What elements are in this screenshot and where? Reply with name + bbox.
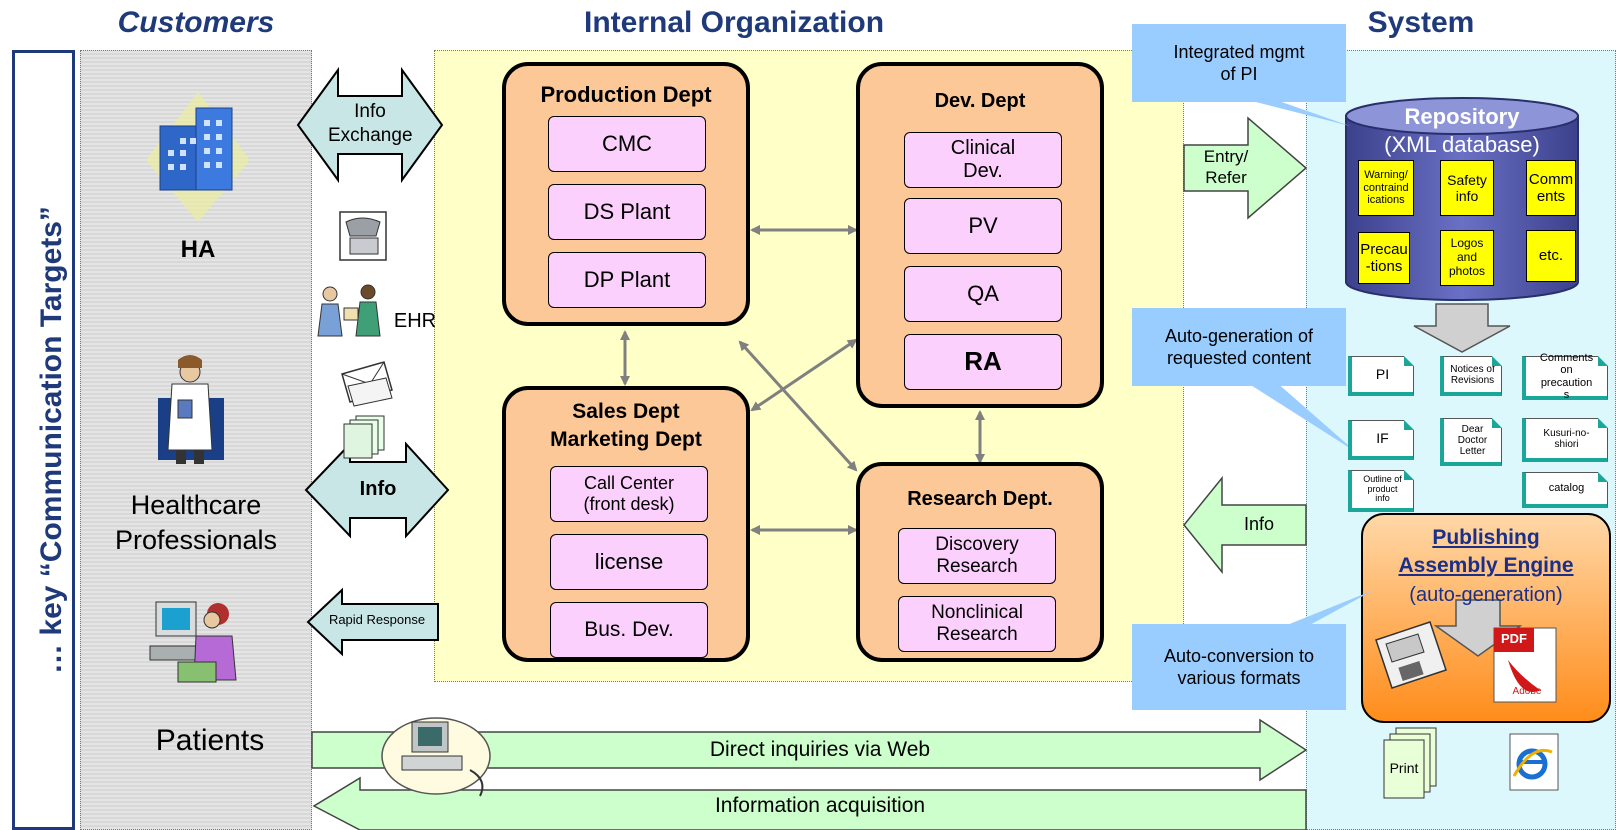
doc-catalog: catalog xyxy=(1522,472,1608,508)
callout-auto-generation: Auto-generation of requested content xyxy=(1132,308,1346,386)
browser-icon xyxy=(1509,733,1559,791)
production-item-cmc: CMC xyxy=(548,116,706,172)
doc-comments-precautions: Comments on precaution s xyxy=(1522,352,1608,401)
repo-item-warnings: Warning/ contraind ications xyxy=(1358,160,1414,216)
healthcare-professionals-label: Healthcare Professionals xyxy=(114,490,278,556)
info-system-label: Info xyxy=(1243,514,1275,534)
info-acquisition-arrow xyxy=(312,776,1307,830)
callout-integrated-mgmt: Integrated mgmt of PI xyxy=(1132,24,1346,102)
doc-pi: PI xyxy=(1348,356,1414,396)
repository-title: Repository xyxy=(1404,104,1520,129)
production-dept: Production Dept CMC DS Plant DP Plant xyxy=(502,62,750,326)
dev-item-qa: QA xyxy=(904,266,1062,322)
dev-dept-title: Dev. Dept xyxy=(934,90,1026,112)
doc-kusuri-no-shiori: Kusuri-no- shiori xyxy=(1522,418,1608,462)
pdf-icon xyxy=(1493,627,1557,703)
floppy-disk-icon xyxy=(1375,621,1447,689)
patients-label: Patients xyxy=(155,724,265,757)
communication-targets-frame xyxy=(12,50,75,830)
doc-dear-doctor-letter: Dear Doctor Letter xyxy=(1440,418,1502,466)
info-system-arrow xyxy=(1183,475,1307,575)
print-stack-icon xyxy=(1383,727,1437,799)
info-acquisition-label: Information acquisition xyxy=(714,794,926,817)
info-exchange-label: Info Exchange xyxy=(328,101,413,146)
callout-auto-conversion: Auto-conversion to various formats xyxy=(1132,624,1346,710)
telephone-icon xyxy=(339,211,387,261)
entry-refer-label: Entry/ Refer xyxy=(1203,147,1249,188)
repo-item-comments: Comm ents xyxy=(1526,160,1576,216)
ehr-label: EHR xyxy=(393,310,437,332)
dev-item-ra: RA xyxy=(904,334,1062,390)
dev-item-pv: PV xyxy=(904,198,1062,254)
repo-item-etc: etc. xyxy=(1526,230,1576,282)
repo-item-precautions: Precau -tions xyxy=(1358,232,1410,284)
engine-subtitle: (auto-generation) xyxy=(1409,584,1563,606)
doc-outline-product-info: Outline of product info xyxy=(1348,470,1414,512)
repo-item-safety-info: Safety info xyxy=(1440,160,1494,216)
internal-organization-header: Internal Organization xyxy=(583,6,885,39)
research-item-discovery: Discovery Research xyxy=(898,528,1056,584)
print-label: Print xyxy=(1389,760,1419,776)
info-label: Info xyxy=(359,478,397,500)
doctor-icon xyxy=(158,355,224,464)
direct-web-label: Direct inquiries via Web xyxy=(709,738,931,761)
sales-marketing-dept: Sales Dept Marketing Dept Call Center (f… xyxy=(502,386,750,662)
sales-item-call-center: Call Center (front desk) xyxy=(550,466,708,522)
engine-title-1: Publishing xyxy=(1432,526,1540,549)
documents-stack-icon xyxy=(343,415,385,459)
repository-down-arrow xyxy=(1413,303,1511,353)
pdf-icon-label: PDF xyxy=(1501,631,1527,646)
production-dept-title: Production Dept xyxy=(540,82,712,107)
ha-label: HA xyxy=(180,236,216,263)
research-dept: Research Dept. Discovery Research Noncli… xyxy=(856,462,1104,662)
mail-icon xyxy=(341,361,393,407)
doc-notices-revisions: Notices of Revisions xyxy=(1440,356,1502,396)
production-item-dp-plant: DP Plant xyxy=(548,252,706,308)
ehr-people-icon xyxy=(317,284,381,337)
engine-title-2: Assembly Engine xyxy=(1398,554,1574,577)
adobe-icon-label: Adobe xyxy=(1512,686,1542,697)
system-header: System xyxy=(1367,6,1475,39)
dev-dept: Dev. Dept Clinical Dev. PV QA RA xyxy=(856,62,1104,408)
customers-header: Customers xyxy=(117,6,275,39)
patient-computer-icon xyxy=(149,601,237,683)
sales-marketing-dept-title: Sales Dept Marketing Dept xyxy=(550,400,702,452)
research-item-nonclinical: Nonclinical Research xyxy=(898,596,1056,652)
doc-if: IF xyxy=(1348,420,1414,460)
research-dept-title: Research Dept. xyxy=(907,488,1053,510)
production-item-ds-plant: DS Plant xyxy=(548,184,706,240)
info-exchange-arrow xyxy=(296,66,444,184)
repo-item-logos-photos: Logos and photos xyxy=(1440,230,1494,286)
repository-subtitle: (XML database) xyxy=(1384,132,1540,157)
building-icon xyxy=(146,92,250,222)
sales-item-bus-dev: Bus. Dev. xyxy=(550,602,708,658)
entry-refer-arrow xyxy=(1183,116,1308,220)
sales-item-license: license xyxy=(550,534,708,590)
dev-item-clinical-dev: Clinical Dev. xyxy=(904,132,1062,188)
web-computer-icon xyxy=(381,717,491,797)
rapid-response-arrow xyxy=(306,587,439,657)
rapid-response-label: Rapid Response xyxy=(328,612,426,627)
